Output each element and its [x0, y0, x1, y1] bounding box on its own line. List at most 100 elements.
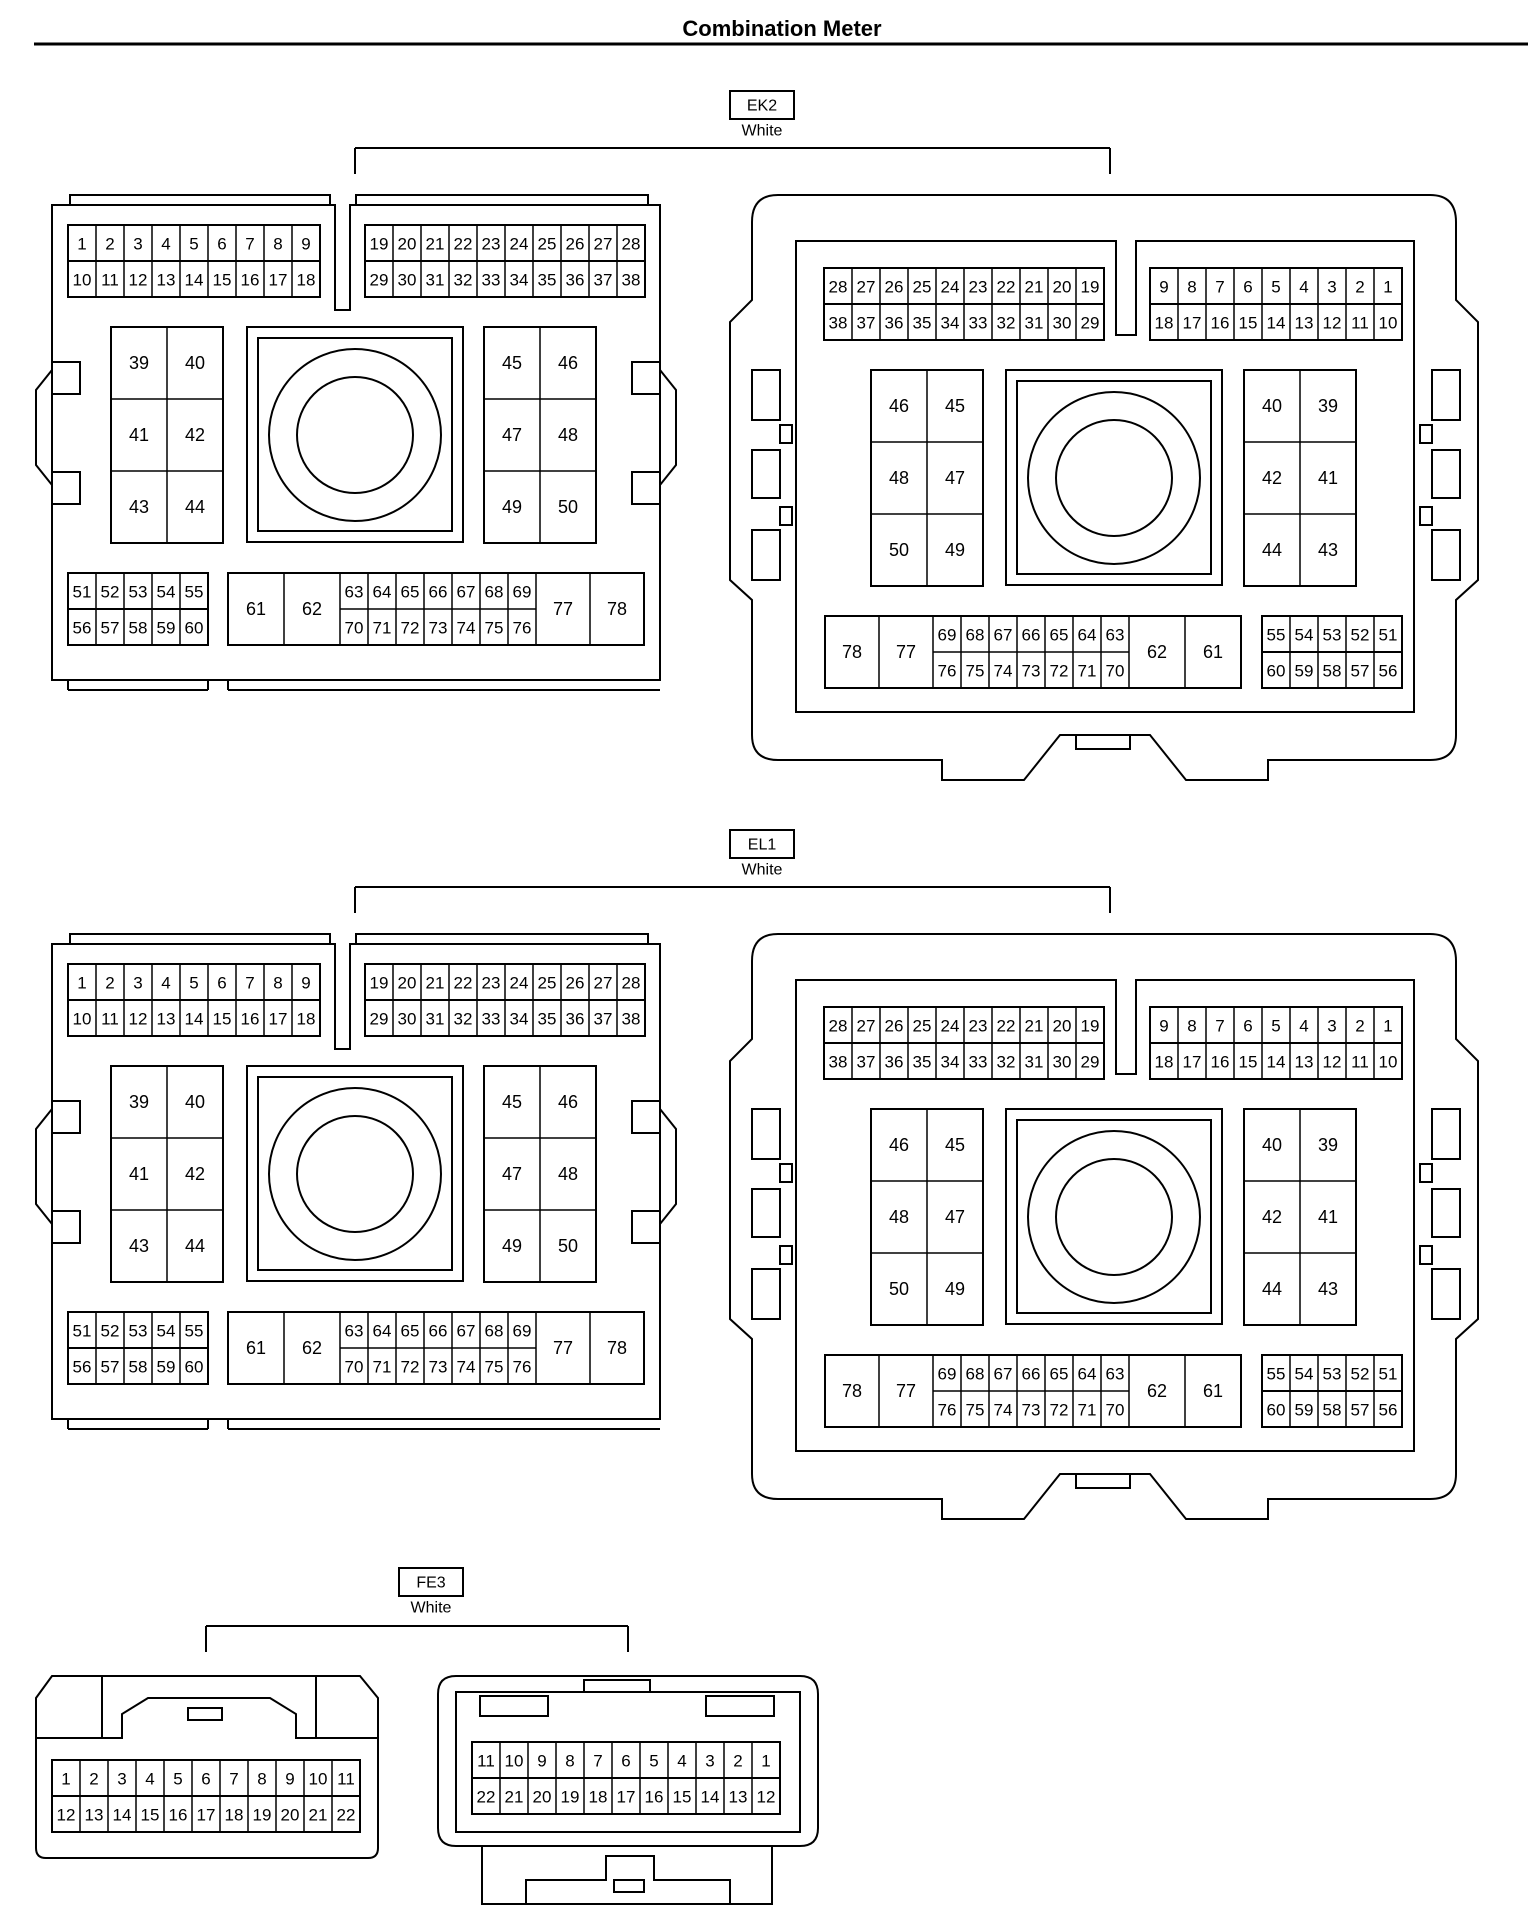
pin-5: 5 [649, 1752, 658, 1771]
pin-9: 9 [301, 974, 310, 993]
pin-59: 59 [157, 619, 176, 638]
pin-33: 33 [969, 1053, 988, 1072]
pin-59: 59 [1295, 1401, 1314, 1420]
pin-73: 73 [1022, 1401, 1041, 1420]
pin-34: 34 [941, 1053, 960, 1072]
pin-31: 31 [426, 1010, 445, 1029]
side-clip [751, 1268, 781, 1320]
side-clip-notch [1419, 424, 1433, 444]
pin-25: 25 [913, 1017, 932, 1036]
pin-57: 57 [101, 619, 120, 638]
lock-inner-frame [1016, 380, 1212, 575]
pin-13: 13 [1295, 314, 1314, 333]
pin-71: 71 [373, 1358, 392, 1377]
pin-51: 51 [1379, 1365, 1398, 1384]
pin-41: 41 [1318, 1207, 1338, 1227]
pin-6: 6 [621, 1752, 630, 1771]
pin-61: 61 [1203, 1381, 1223, 1401]
pin-57: 57 [1351, 662, 1370, 681]
pin-9: 9 [537, 1752, 546, 1771]
pin-64: 64 [373, 1322, 392, 1341]
pin-32: 32 [997, 1053, 1016, 1072]
pin-58: 58 [1323, 662, 1342, 681]
pin-5: 5 [189, 235, 198, 254]
pin-34: 34 [510, 1010, 529, 1029]
pin-17: 17 [617, 1788, 636, 1807]
pin-77: 77 [553, 1338, 573, 1358]
pin-17: 17 [269, 271, 288, 290]
pin-58: 58 [129, 619, 148, 638]
pin-68: 68 [966, 626, 985, 645]
pin-34: 34 [510, 271, 529, 290]
pin-72: 72 [1050, 1401, 1069, 1420]
pin-65: 65 [1050, 1365, 1069, 1384]
pin-13: 13 [85, 1806, 104, 1825]
pin-10: 10 [1379, 314, 1398, 333]
key-slot [479, 1695, 549, 1717]
lock-ring-outer [1027, 391, 1201, 565]
pin-52: 52 [1351, 626, 1370, 645]
pin-40: 40 [1262, 396, 1282, 416]
pin-49: 49 [945, 540, 965, 560]
pin-49: 49 [502, 497, 522, 517]
pin-15: 15 [1239, 314, 1258, 333]
connector-color: White [411, 1600, 452, 1617]
pin-19: 19 [253, 1806, 272, 1825]
pin-6: 6 [1243, 278, 1252, 297]
pin-74: 74 [457, 1358, 476, 1377]
pin-47: 47 [945, 1207, 965, 1227]
pin-18: 18 [225, 1806, 244, 1825]
page-title: Combination Meter [682, 16, 882, 41]
pin-19: 19 [370, 235, 389, 254]
pin-63: 63 [1106, 626, 1125, 645]
side-latch-right [659, 1108, 677, 1225]
pin-42: 42 [185, 1164, 205, 1184]
pin-24: 24 [941, 1017, 960, 1036]
pin-33: 33 [482, 1010, 501, 1029]
pin-57: 57 [1351, 1401, 1370, 1420]
pin-10: 10 [309, 1770, 328, 1789]
pin-44: 44 [1262, 540, 1282, 560]
pin-31: 31 [426, 271, 445, 290]
pin-2: 2 [1355, 1017, 1364, 1036]
pin-30: 30 [1053, 1053, 1072, 1072]
pin-71: 71 [373, 619, 392, 638]
pin-2: 2 [105, 974, 114, 993]
pin-36: 36 [885, 1053, 904, 1072]
pin-71: 71 [1078, 662, 1097, 681]
pin-4: 4 [161, 235, 170, 254]
pin-44: 44 [185, 1236, 205, 1256]
pin-64: 64 [373, 583, 392, 602]
pin-22: 22 [337, 1806, 356, 1825]
latch-tab [631, 471, 661, 505]
pin-56: 56 [73, 1358, 92, 1377]
latch-tab [187, 1707, 223, 1721]
pin-46: 46 [558, 353, 578, 373]
pin-21: 21 [1025, 278, 1044, 297]
connector-color: White [742, 862, 783, 879]
pin-11: 11 [337, 1770, 355, 1789]
side-clip [751, 449, 781, 499]
pin-76: 76 [938, 1401, 957, 1420]
pin-36: 36 [566, 271, 585, 290]
pin-43: 43 [1318, 1279, 1338, 1299]
pin-27: 27 [857, 278, 876, 297]
side-clip [751, 529, 781, 581]
pin-72: 72 [401, 619, 420, 638]
pin-14: 14 [185, 1010, 204, 1029]
pin-12: 12 [1323, 1053, 1342, 1072]
pin-29: 29 [1081, 1053, 1100, 1072]
pin-75: 75 [966, 662, 985, 681]
pin-47: 47 [945, 468, 965, 488]
pin-17: 17 [269, 1010, 288, 1029]
latch-tab [51, 361, 81, 395]
pin-16: 16 [241, 271, 260, 290]
pin-76: 76 [938, 662, 957, 681]
pin-11: 11 [101, 1010, 119, 1029]
pin-35: 35 [913, 314, 932, 333]
lock-ring-inner [296, 376, 414, 494]
pin-16: 16 [169, 1806, 188, 1825]
